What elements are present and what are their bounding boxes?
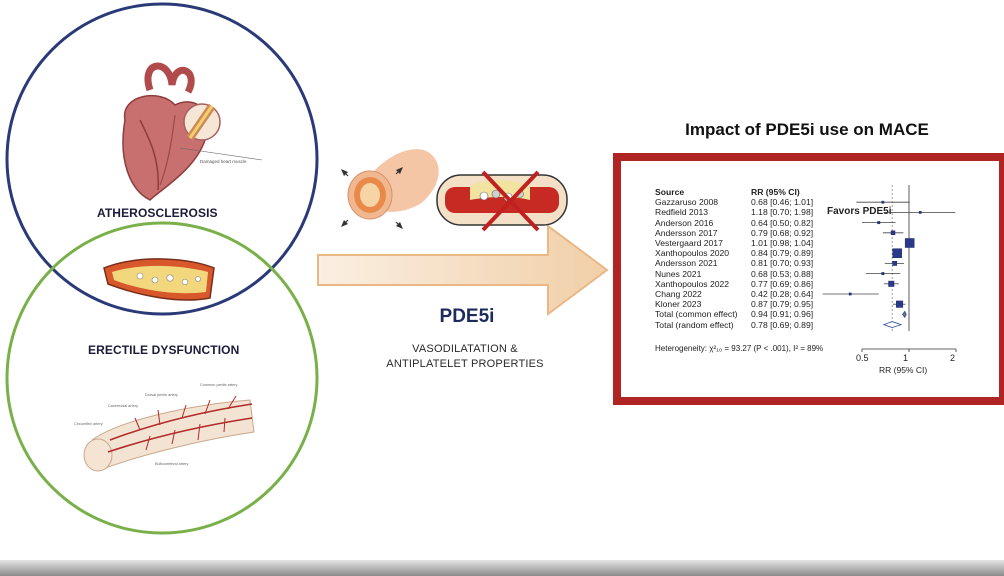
- point-estimate: [888, 280, 895, 287]
- svg-text:Damaged heart muscle: Damaged heart muscle: [200, 159, 247, 164]
- axis-tick-label: 2: [950, 353, 956, 363]
- forest-row-rr: 0.42 [0.28; 0.64]: [751, 289, 814, 300]
- heterogeneity-text: Heterogeneity: χ²₁₀ = 93.27 (P < .001), …: [655, 344, 824, 353]
- forest-row-rr: 0.79 [0.68; 0.92]: [751, 227, 814, 238]
- vessel-dilation-illustration: [341, 149, 439, 229]
- forest-row-source: Xanthopoulos 2022: [655, 278, 730, 289]
- forest-row-source: Gazzaruso 2008: [655, 197, 719, 208]
- forest-row-source: Total (common effect): [655, 309, 738, 320]
- rr-header: RR (95% CI): [751, 187, 800, 197]
- rr-rows: 0.68 [0.46; 1.01]1.18 [0.70; 1.98]0.64 […: [751, 197, 813, 330]
- erectile-dysfunction-label: ERECTILE DYSFUNCTION: [88, 343, 240, 357]
- forest-row-source: Andersson 2021: [655, 258, 718, 269]
- point-estimate: [848, 292, 852, 296]
- pde5i-title: PDE5i: [439, 306, 495, 327]
- point-estimate: [896, 300, 904, 308]
- atherosclerosis-circle: [5, 2, 319, 316]
- favors-label: Favors PDE5i: [827, 206, 892, 217]
- forest-row-source: Andersson 2017: [655, 227, 718, 238]
- forest-row-rr: 0.94 [0.91; 0.96]: [751, 309, 814, 320]
- forest-row-source: Chang 2022: [655, 289, 702, 300]
- forest-row-rr: 1.18 [0.70; 1.98]: [751, 207, 814, 218]
- summary-diamond: [902, 310, 907, 319]
- crossed-clot-illustration: [436, 170, 568, 232]
- forest-row-rr: 0.77 [0.69; 0.86]: [751, 278, 814, 289]
- forest-row-rr: 0.68 [0.53; 0.88]: [751, 268, 814, 279]
- rr-column: RR (95% CI) 0.68 [0.46; 1.01]1.18 [0.70;…: [751, 187, 813, 330]
- penile-anatomy-illustration: Dorsal penile artery Common penile arter…: [74, 383, 255, 472]
- forest-row-rr: 0.64 [0.50; 0.82]: [751, 217, 814, 228]
- point-estimate: [877, 221, 881, 225]
- erectile-dysfunction-circle: [5, 221, 319, 535]
- forest-row-rr: 0.84 [0.79; 0.89]: [751, 248, 814, 259]
- pde5i-subtitle-line1: VASODILATATION &: [412, 343, 518, 355]
- plaque-artery-illustration: [103, 258, 215, 301]
- forest-row-rr: 0.81 [0.70; 0.93]: [751, 258, 814, 269]
- forest-row-rr: 1.01 [0.98; 1.04]: [751, 238, 814, 249]
- svg-text:Cavernosal artery: Cavernosal artery: [108, 404, 138, 408]
- artery-inset-illustration: [183, 103, 221, 141]
- point-estimate: [881, 200, 885, 204]
- pde5i-subtitle: VASODILATATION & ANTIPLATELET PROPERTIES: [360, 342, 570, 372]
- point-estimate: [892, 261, 898, 266]
- forest-row-rr: 0.68 [0.46; 1.01]: [751, 197, 814, 208]
- forest-row-source: Kloner 2023: [655, 299, 702, 310]
- forest-row-source: Vestergaard 2017: [655, 238, 723, 249]
- svg-text:Common penile artery: Common penile artery: [200, 383, 237, 387]
- bottom-band: [0, 560, 1004, 576]
- forest-row-source: Nunes 2021: [655, 268, 702, 279]
- point-estimate: [881, 272, 885, 276]
- forest-row-rr: 0.87 [0.79; 0.95]: [751, 299, 814, 310]
- svg-text:Dorsal penile artery: Dorsal penile artery: [145, 393, 178, 397]
- forest-row-source: Redfield 2013: [655, 207, 709, 218]
- axis-tick-label: 0.5: [856, 353, 869, 363]
- forest-row-source: Xanthopoulos 2020: [655, 248, 730, 259]
- forest-row-rr: 0.78 [0.69; 0.89]: [751, 319, 814, 330]
- forest-row-source: Total (random effect): [655, 319, 734, 330]
- axis-tick-label: 1: [903, 353, 909, 363]
- pde5i-arrow: [317, 224, 609, 316]
- point-estimate: [918, 211, 922, 214]
- point-estimate: [890, 230, 896, 236]
- point-estimate: [892, 248, 902, 258]
- forest-plot-chart: [822, 185, 957, 352]
- svg-text:Circumflex artery: Circumflex artery: [74, 422, 103, 426]
- source-header: Source: [655, 187, 685, 197]
- svg-text:Bulbourethral artery: Bulbourethral artery: [155, 462, 188, 466]
- forest-plot-title: Impact of PDE5i use on MACE: [685, 120, 929, 139]
- forest-row-source: Anderson 2016: [655, 217, 714, 228]
- axis-title: RR (95% CI): [879, 365, 928, 375]
- point-estimate: [904, 238, 915, 248]
- pde5i-subtitle-line2: ANTIPLATELET PROPERTIES: [386, 358, 544, 370]
- summary-diamond: [882, 321, 903, 329]
- atherosclerosis-label: ATHEROSCLEROSIS: [97, 206, 218, 220]
